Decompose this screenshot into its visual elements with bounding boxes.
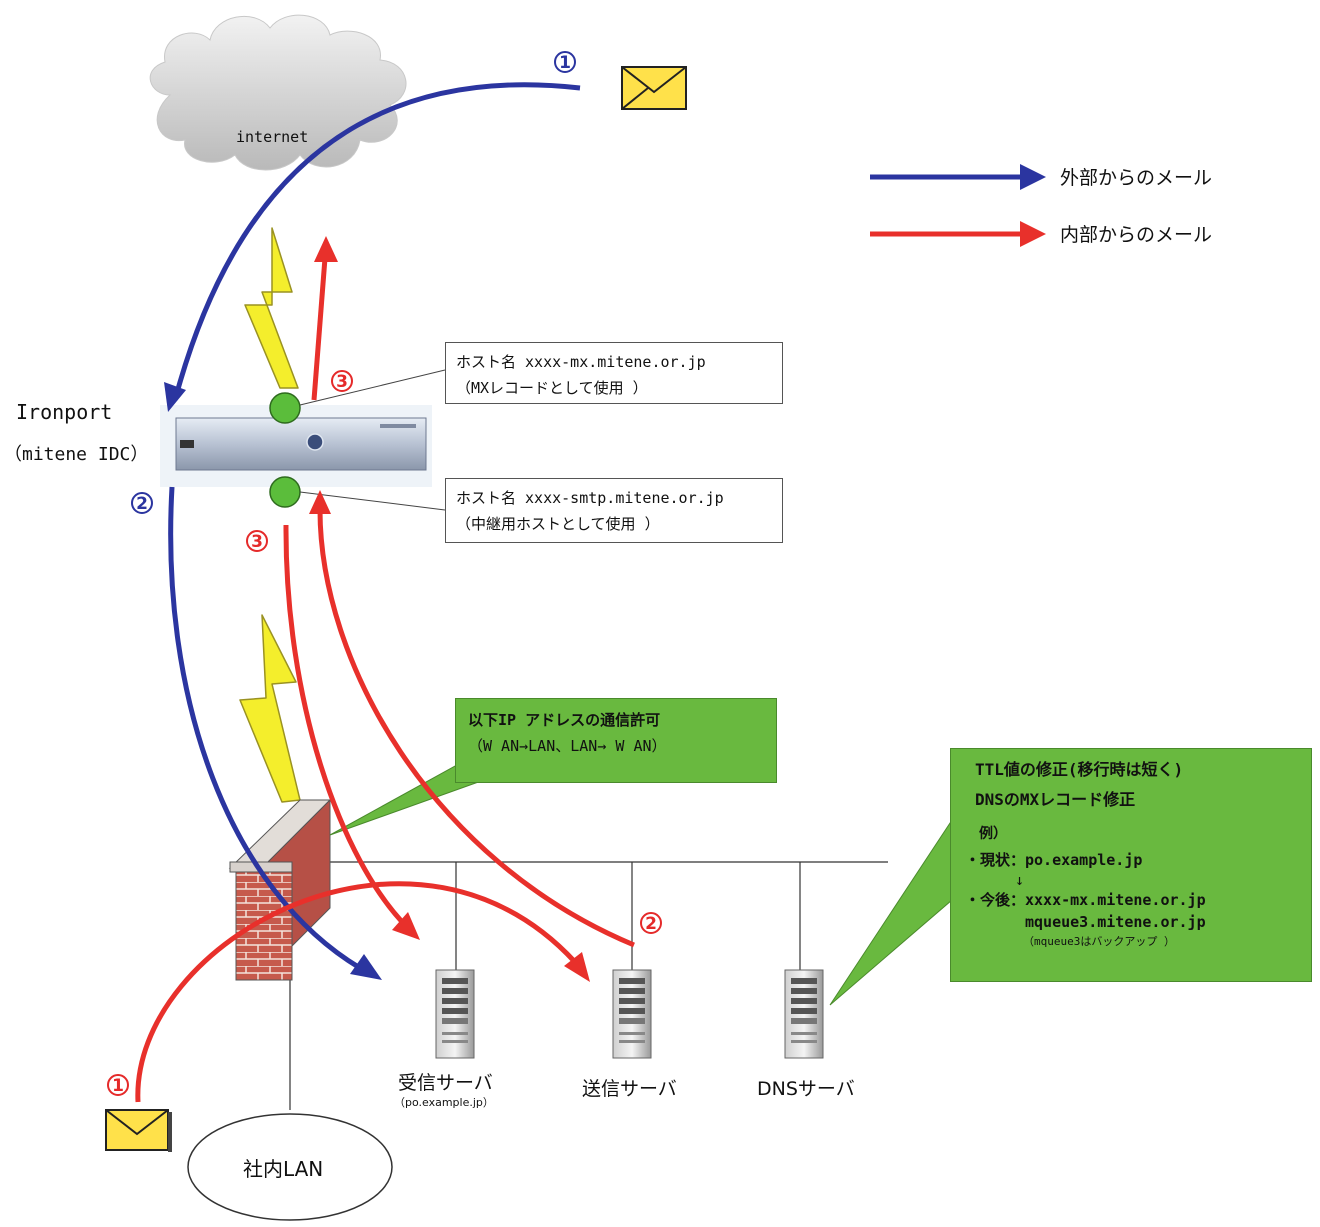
internet-cloud bbox=[149, 14, 407, 171]
dns-server-label: DNSサーバ bbox=[757, 1078, 855, 1100]
firewall-note-box: 以下IP アドレスの通信許可 （W AN→LAN、LAN→ W AN） bbox=[455, 698, 777, 783]
step-marker-red-3a: 3 bbox=[331, 370, 353, 392]
host-smtp-box: ホスト名 xxxx-smtp.mitene.or.jp （中継用ホストとして使用… bbox=[445, 478, 783, 543]
dns-note-box: TTL値の修正(移行時は短く) DNSのMXレコード修正 例） ・現状：po.e… bbox=[950, 748, 1312, 982]
step-marker-blue-1: 1 bbox=[554, 51, 576, 73]
dns-note-line7: （mqueue3はバックアップ ） bbox=[1023, 935, 1175, 948]
red-flow-ironport-to-receive-arrowhead bbox=[392, 912, 420, 940]
red-flow-lan-to-send-arrowhead bbox=[564, 952, 590, 982]
envelope-internal-icon bbox=[105, 1109, 172, 1152]
receive-server-label: 受信サーバ bbox=[398, 1072, 493, 1094]
legend-blue-arrow bbox=[870, 164, 1046, 190]
callout-line-mx bbox=[299, 369, 446, 406]
host-mx-box: ホスト名 xxxx-mx.mitene.or.jp （MXレコードとして使用 ） bbox=[445, 342, 783, 404]
lan-ellipse bbox=[187, 1113, 393, 1221]
step-marker-blue-2: 2 bbox=[131, 492, 153, 514]
send-server-icon bbox=[612, 969, 652, 1059]
dns-note-line6: mqueue3.mitene.or.jp bbox=[1025, 913, 1206, 931]
firewall-icon bbox=[228, 798, 332, 981]
step-marker-red-2: 2 bbox=[640, 912, 662, 934]
receive-server-sublabel: （po.example.jp） bbox=[394, 1096, 494, 1109]
red-flow-send-to-ironport bbox=[317, 509, 635, 948]
lightning-bolt-lower-icon bbox=[239, 614, 301, 803]
blue-flow-to-receive bbox=[168, 486, 362, 971]
step-marker-red-3b: 3 bbox=[246, 530, 268, 552]
host-smtp-line1: ホスト名 xxxx-smtp.mitene.or.jp bbox=[456, 489, 724, 507]
dns-server-icon bbox=[784, 969, 824, 1059]
legend-internal-label: 内部からのメール bbox=[1060, 224, 1213, 246]
legend-external-label: 外部からのメール bbox=[1060, 167, 1213, 189]
ironport-smtp-node bbox=[269, 476, 301, 508]
legend-red-arrow bbox=[870, 221, 1046, 247]
dns-note-line4: ・現状：po.example.jp bbox=[965, 851, 1143, 869]
host-mx-line2: （MXレコードとして使用 ） bbox=[456, 379, 648, 397]
firewall-note-line1: 以下IP アドレスの通信許可 bbox=[468, 711, 661, 729]
receive-server-icon bbox=[435, 969, 475, 1059]
red-flow-send-to-ironport-arrowhead bbox=[309, 490, 331, 514]
lightning-bolt-upper-icon bbox=[244, 227, 299, 389]
blue-flow-inbound-arrowhead bbox=[164, 382, 186, 412]
step-marker-red-1: 1 bbox=[107, 1074, 129, 1096]
ironport-mx-node bbox=[269, 392, 301, 424]
host-mx-line1: ホスト名 xxxx-mx.mitene.or.jp bbox=[456, 353, 706, 371]
dns-note-pointer bbox=[829, 818, 953, 1006]
dns-note-arrow: ↓ bbox=[1015, 871, 1025, 889]
ironport-name: Ironport bbox=[16, 400, 113, 424]
red-flow-lan-to-send bbox=[135, 881, 584, 1103]
firewall-note-line2: （W AN→LAN、LAN→ W AN） bbox=[468, 737, 667, 755]
lan-label: 社内LAN bbox=[243, 1157, 324, 1181]
send-server-label: 送信サーバ bbox=[582, 1078, 677, 1100]
callout-line-smtp bbox=[299, 491, 446, 511]
envelope-external-icon bbox=[621, 66, 687, 110]
host-smtp-line2: （中継用ホストとして使用 ） bbox=[456, 515, 660, 533]
ironport-location: （mitene IDC） bbox=[4, 444, 149, 465]
dns-note-line2: DNSのMXレコード修正 bbox=[975, 790, 1136, 809]
red-flow-ironport-to-internet-arrowhead bbox=[314, 236, 338, 262]
dns-note-line3: 例） bbox=[979, 826, 1007, 842]
dns-note-line5: ・今後：xxxx-mx.mitene.or.jp bbox=[965, 891, 1206, 909]
cloud-label: internet bbox=[236, 128, 309, 146]
red-flow-ironport-to-internet bbox=[311, 257, 328, 401]
blue-flow-inbound bbox=[172, 82, 581, 401]
dns-note-line1: TTL値の修正(移行時は短く) bbox=[975, 760, 1184, 779]
blue-flow-to-receive-arrowhead bbox=[350, 954, 382, 980]
red-flow-ironport-to-receive bbox=[283, 524, 410, 930]
